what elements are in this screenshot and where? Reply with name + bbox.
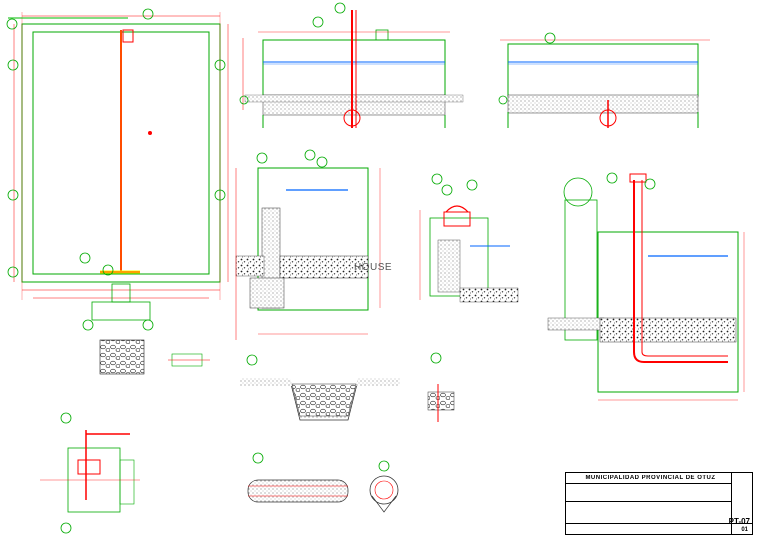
sheet-code: PT-07 xyxy=(728,517,750,526)
pipe-detail xyxy=(247,452,399,513)
stone-section xyxy=(99,339,210,375)
section-b xyxy=(498,32,710,128)
plan-view xyxy=(6,8,229,331)
section-e xyxy=(547,172,745,401)
trench-sections xyxy=(240,352,455,422)
section-c xyxy=(235,149,381,340)
watermark-text: HOUSE xyxy=(354,262,393,273)
section-d xyxy=(419,173,519,303)
title-block: MUNICIPALIDAD PROVINCIAL DE OTUZ PT-07 0… xyxy=(565,472,753,535)
valve-detail xyxy=(40,412,140,534)
section-a xyxy=(239,2,464,128)
sheet-number: 01 xyxy=(741,527,748,533)
institution-name: MUNICIPALIDAD PROVINCIAL DE OTUZ xyxy=(585,475,716,481)
